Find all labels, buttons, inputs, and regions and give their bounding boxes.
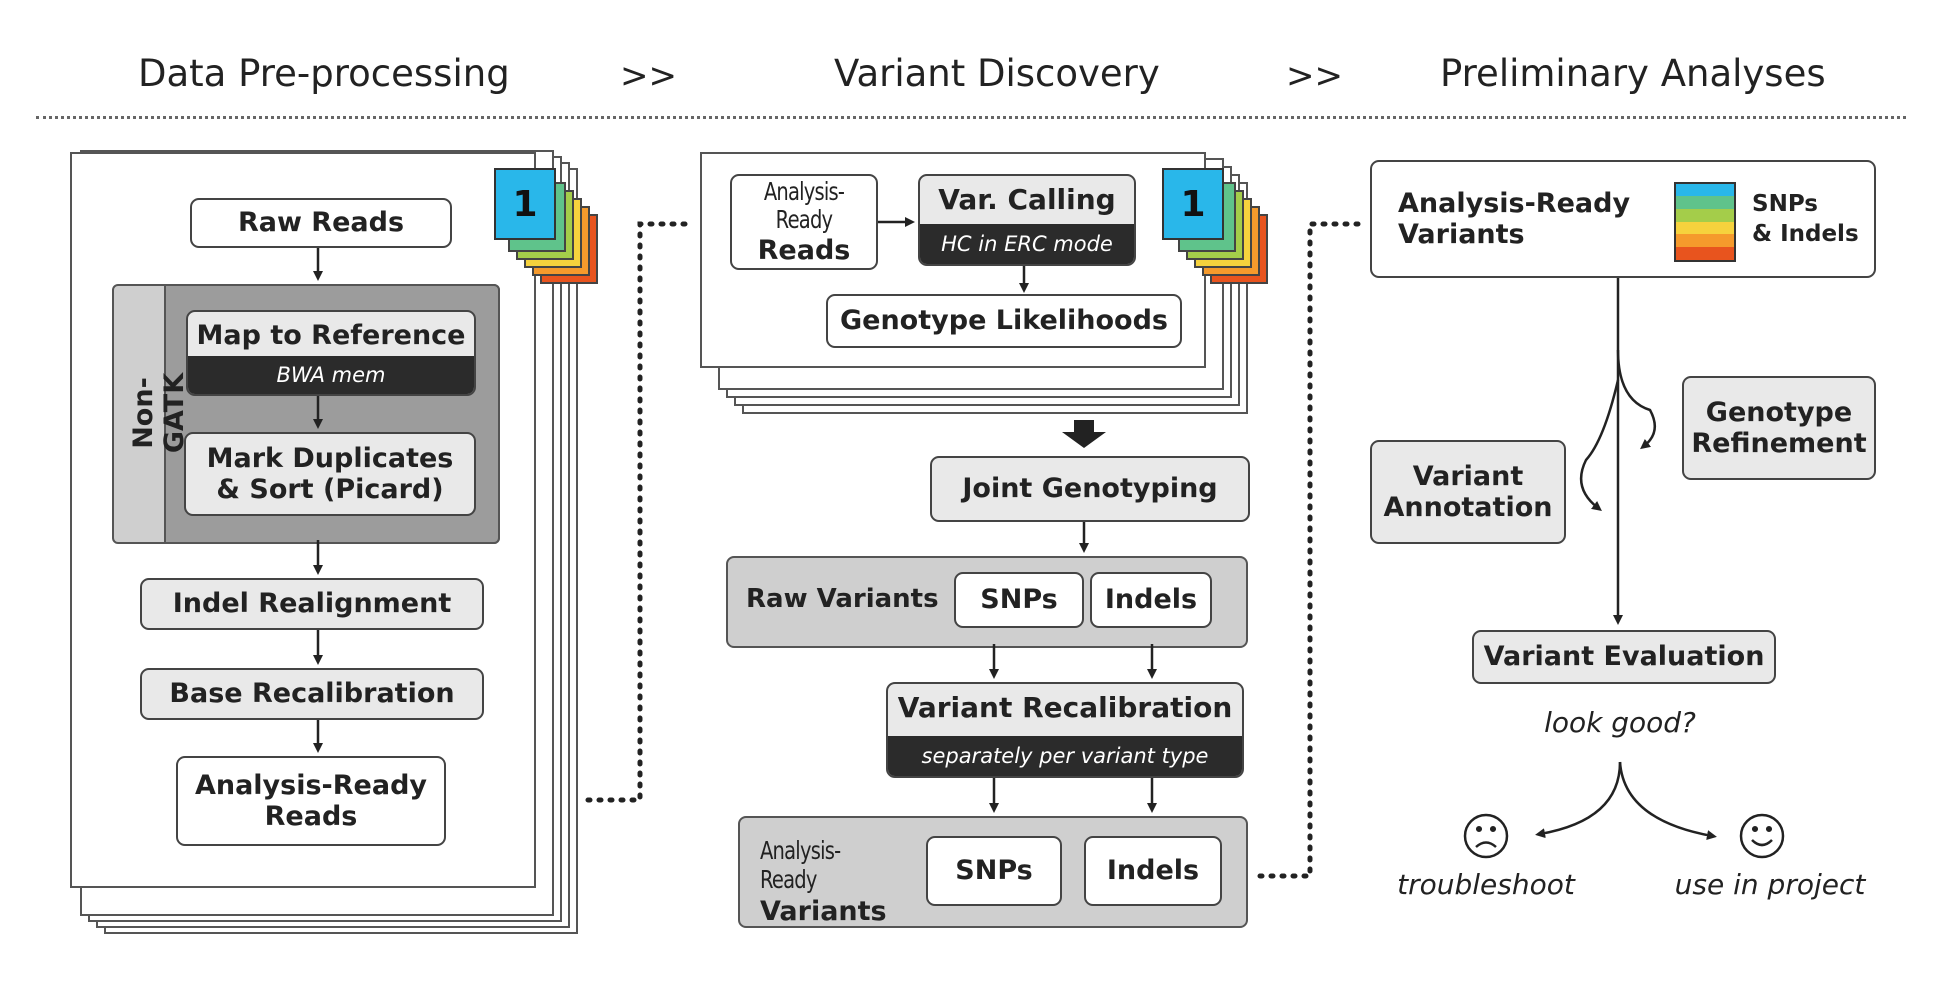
hc-erc-bar: HC in ERC mode xyxy=(920,224,1134,264)
var-calling-label: Var. Calling xyxy=(938,183,1116,216)
mark-duplicates-line2: & Sort (Picard) xyxy=(216,474,444,505)
sad-face-icon xyxy=(1463,813,1509,859)
bwa-mem-bar: BWA mem xyxy=(188,356,474,394)
header-divider xyxy=(36,116,1906,119)
map-to-reference-box: Map to Reference BWA mem xyxy=(186,310,476,396)
genotype-refinement-line1: Genotype xyxy=(1705,396,1853,428)
raw-snps-box: SNPs xyxy=(954,572,1084,628)
badge-one: 1 xyxy=(494,168,556,240)
mark-duplicates-box: Mark Duplicates & Sort (Picard) xyxy=(184,432,476,516)
legend-line1: SNPs xyxy=(1752,191,1818,217)
analysis-ready-reads-line2: Reads xyxy=(264,801,358,832)
variant-evaluation-box: Variant Evaluation xyxy=(1472,630,1776,684)
raw-indels-box: Indels xyxy=(1090,572,1212,628)
mark-duplicates-line1: Mark Duplicates xyxy=(206,442,454,474)
badge-one: 1 xyxy=(1162,168,1224,240)
dotted-connector-1 xyxy=(585,221,693,803)
phase-title-analyses: Preliminary Analyses xyxy=(1440,52,1826,95)
analysis-ready-reads-line1: Analysis-Ready xyxy=(194,769,428,801)
look-good-question: look good? xyxy=(1544,706,1696,739)
genotype-refinement-line2: Refinement xyxy=(1691,428,1867,459)
joint-genotyping-box: Joint Genotyping xyxy=(930,456,1250,522)
analysis-ready-reads-box: Analysis-Ready Reads xyxy=(176,756,446,846)
arrow-to-use-in-project xyxy=(1618,761,1717,841)
variant-annotation-line1: Variant xyxy=(1412,460,1524,492)
ar-variants-line2: Variants xyxy=(760,896,887,927)
big-down-arrow xyxy=(1062,420,1106,448)
var-calling-box: Var. Calling HC in ERC mode xyxy=(918,174,1136,266)
variant-type-color-stack xyxy=(1674,182,1736,262)
map-to-reference-label: Map to Reference xyxy=(196,320,466,351)
analysis-ready-variants-box: Analysis-Ready Variants SNPs & Indels xyxy=(1370,160,1876,278)
variant-recalibration-label: Variant Recalibration xyxy=(897,691,1233,724)
legend-line2: & Indels xyxy=(1752,220,1859,247)
variant-annotation-box: Variant Annotation xyxy=(1370,440,1566,544)
arrow-to-variant-annotation xyxy=(1579,379,1620,512)
ar-variants-text: Analysis-Ready Variants xyxy=(1398,188,1630,250)
genotype-likelihoods-box: Genotype Likelihoods xyxy=(826,294,1182,348)
raw-variants-label: Raw Variants xyxy=(746,584,939,614)
ar-reads-line1: Analysis-Ready xyxy=(763,176,845,235)
phase-separator-1: >> xyxy=(620,56,677,96)
use-in-project-label: use in project xyxy=(1674,868,1866,901)
ar-reads-line2: Reads xyxy=(757,235,851,267)
phase-title-preprocessing: Data Pre-processing xyxy=(138,52,510,95)
ar-reads-box: Analysis-Ready Reads xyxy=(730,174,878,270)
phase-title-discovery: Variant Discovery xyxy=(834,52,1160,95)
ar-snps-box: SNPs xyxy=(926,836,1062,906)
per-variant-type-bar: separately per variant type xyxy=(888,736,1242,776)
ar-indels-box: Indels xyxy=(1084,836,1222,906)
variant-annotation-line2: Annotation xyxy=(1383,492,1553,523)
phase-separator-2: >> xyxy=(1286,56,1343,96)
ar-variants-label: Analysis-Ready Variants xyxy=(760,836,896,927)
troubleshoot-label: troubleshoot xyxy=(1397,868,1575,901)
arrow-to-troubleshoot xyxy=(1535,761,1622,839)
raw-reads-box: Raw Reads xyxy=(190,198,452,248)
genotype-refinement-box: Genotype Refinement xyxy=(1682,376,1876,480)
arrow-to-genotype-refinement xyxy=(1616,349,1657,450)
ar-variants-line1: Analysis-Ready xyxy=(760,836,841,894)
snps-indels-legend: SNPs & Indels xyxy=(1752,190,1859,250)
variant-recalibration-box: Variant Recalibration separately per var… xyxy=(886,682,1244,778)
ar-variants-title-line1: Analysis-Ready xyxy=(1398,188,1631,219)
happy-face-icon xyxy=(1739,813,1785,859)
indel-realignment-box: Indel Realignment xyxy=(140,578,484,630)
ar-variants-title-line2: Variants xyxy=(1398,219,1525,251)
dotted-connector-2 xyxy=(1257,221,1363,879)
base-recalibration-box: Base Recalibration xyxy=(140,668,484,720)
